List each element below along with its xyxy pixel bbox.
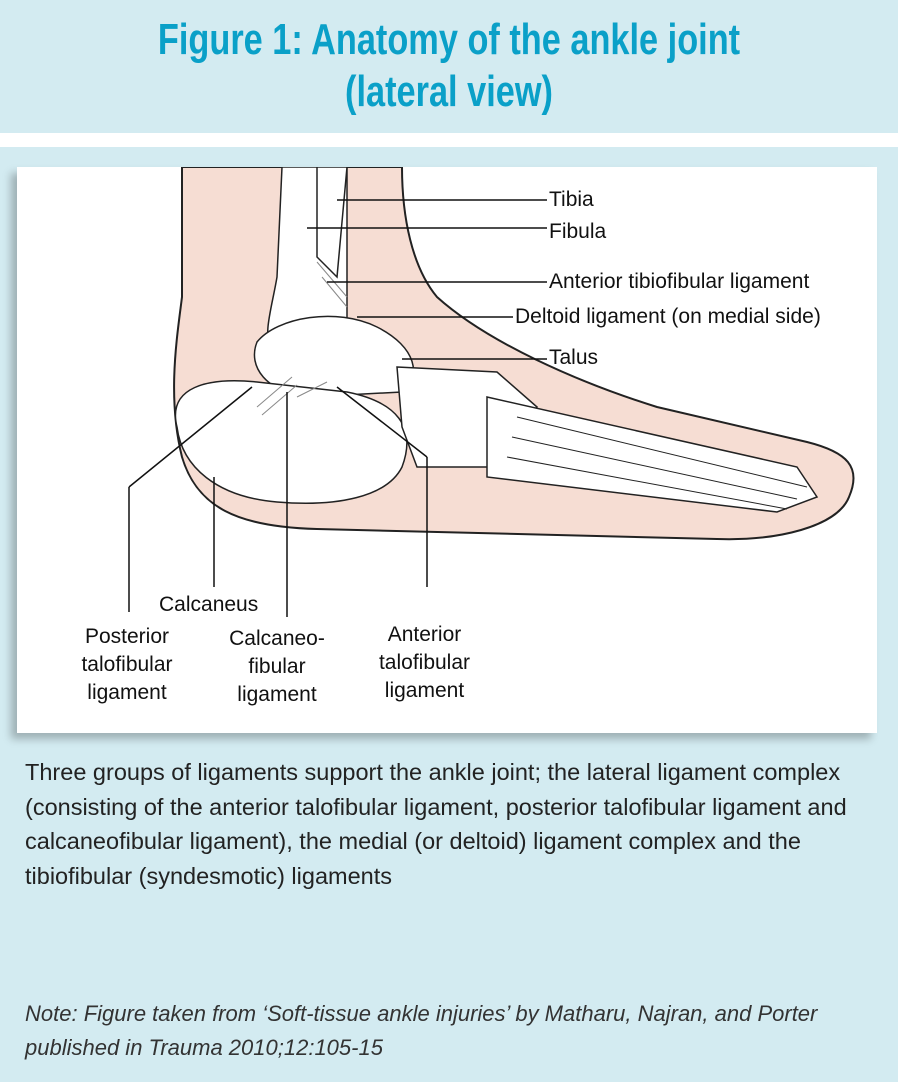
fibula-bone xyxy=(316,167,348,279)
label-calcaneofibular-ligament: Calcaneo- fibular ligament xyxy=(217,625,337,709)
label-deltoid-ligament: Deltoid ligament (on medial side) xyxy=(515,305,821,328)
label-line: Posterior xyxy=(84,625,170,648)
figure-panel: Tibia Fibula Anterior tibiofibular ligam… xyxy=(0,147,898,1082)
label-talus: Talus xyxy=(549,346,599,369)
label-anterior-talofibular-ligament: Anterior talofibular ligament xyxy=(367,621,482,705)
label-line: ligament xyxy=(87,681,167,704)
leader-lines xyxy=(128,199,547,617)
toe-lines xyxy=(506,416,808,510)
label-tibia: Tibia xyxy=(549,188,594,211)
label-calcaneus: Calcaneus xyxy=(159,593,259,616)
talus-bone xyxy=(253,315,415,398)
metatarsals xyxy=(486,396,819,513)
figure-header: Figure 1: Anatomy of the ankle joint (la… xyxy=(0,0,898,133)
label-fibula: Fibula xyxy=(549,220,607,243)
label-anterior-tibiofibular-ligament: Anterior tibiofibular ligament xyxy=(549,270,810,293)
foot-drawing xyxy=(128,167,855,617)
figure-title: Figure 1: Anatomy of the ankle joint (la… xyxy=(99,14,799,118)
label-line: ligament xyxy=(237,683,317,706)
label-line: fibular xyxy=(248,655,306,678)
label-line: Calcaneo- xyxy=(229,627,325,650)
ligament-hatching xyxy=(256,261,348,416)
label-line: Anterior xyxy=(387,623,462,646)
label-line: ligament xyxy=(384,679,465,702)
calcaneus-bone xyxy=(174,380,408,504)
title-line-1: Figure 1: Anatomy of the ankle joint xyxy=(157,15,741,64)
label-line: talofibular xyxy=(81,653,173,676)
figure-caption: Three groups of ligaments support the an… xyxy=(25,759,847,889)
ankle-anatomy-illustration: Tibia Fibula Anterior tibiofibular ligam… xyxy=(17,167,877,733)
label-posterior-talofibular-ligament: Posterior talofibular ligament xyxy=(72,623,182,707)
source-note: Note: Figure taken from ‘Soft-tissue ank… xyxy=(25,1001,818,1060)
title-line-2: (lateral view) xyxy=(345,67,553,116)
label-line: talofibular xyxy=(378,651,471,674)
